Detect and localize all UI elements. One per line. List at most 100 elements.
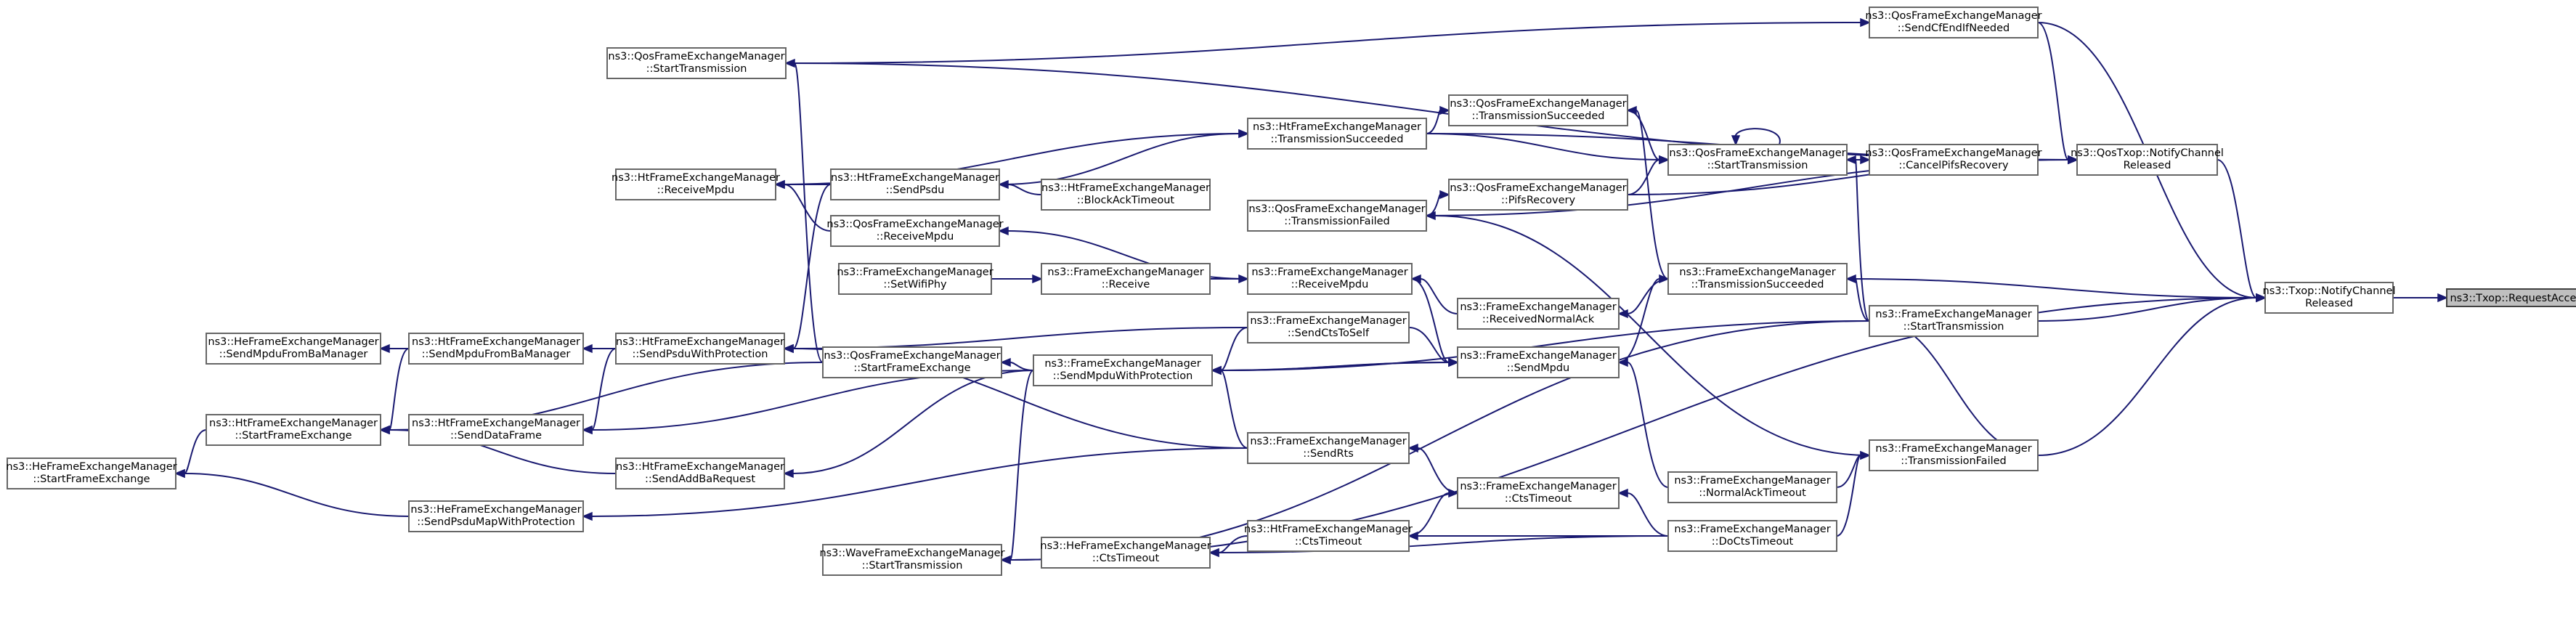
node-feDoCtsTimeout[interactable]: ns3::FrameExchangeManager::DoCtsTimeout	[1667, 520, 1837, 552]
node-label-line: ns3::QosFrameExchangeManager	[1450, 182, 1626, 194]
node-qosPifs[interactable]: ns3::QosFrameExchangeManager::PifsRecove…	[1448, 179, 1628, 211]
node-label-line: ::SendAddBaRequest	[645, 473, 755, 485]
node-htSendAddBa[interactable]: ns3::HtFrameExchangeManager::SendAddBaRe…	[615, 458, 785, 489]
node-qosStartTx[interactable]: ns3::QosFrameExchangeManager::StartTrans…	[606, 47, 787, 79]
node-feTxFailed[interactable]: ns3::FrameExchangeManager::TransmissionF…	[1869, 439, 2039, 471]
node-heSendMpduFromBa[interactable]: ns3::HeFrameExchangeManager::SendMpduFro…	[206, 333, 381, 365]
node-label-line: ns3::FrameExchangeManager	[1875, 309, 2031, 320]
node-htSendPsdu[interactable]: ns3::HtFrameExchangeManager::SendPsdu	[830, 168, 1000, 200]
node-label-line: ns3::HeFrameExchangeManager	[1040, 540, 1211, 552]
node-heCtsTimeout[interactable]: ns3::HeFrameExchangeManager::CtsTimeout	[1040, 537, 1211, 569]
node-htSendMpduFromBa[interactable]: ns3::HtFrameExchangeManager::SendMpduFro…	[408, 333, 584, 365]
edge-qosTxopNotify-to-txopNotify	[2217, 159, 2267, 303]
node-label-line: ::SendPsdu	[886, 184, 945, 196]
node-waveStartTx[interactable]: ns3::WaveFrameExchangeManager::StartTran…	[819, 544, 1005, 576]
node-feSendCtsToSelf[interactable]: ns3::FrameExchangeManager::SendCtsToSelf	[1247, 312, 1410, 343]
edge-htSendPsdu-to-htSendPsduWithProt	[783, 184, 832, 354]
edge-feTxFailed-to-qosTxFailed	[1425, 211, 1870, 456]
node-box	[1448, 94, 1628, 126]
node-label-line: ::CtsTimeout	[1092, 553, 1160, 564]
node-qosStartFe[interactable]: ns3::QosFrameExchangeManager::StartFrame…	[822, 346, 1002, 378]
node-box	[2076, 144, 2218, 176]
node-box	[408, 414, 584, 446]
node-feStartTx[interactable]: ns3::FrameExchangeManager::StartTransmis…	[1869, 305, 2039, 337]
node-qosStartTx2[interactable]: ns3::QosFrameExchangeManager::StartTrans…	[1667, 144, 1848, 176]
node-label-line: ns3::HtFrameExchangeManager	[616, 336, 784, 348]
node-htTxSucceeded[interactable]: ns3::HtFrameExchangeManager::Transmissio…	[1247, 118, 1427, 150]
node-label-line: ns3::FrameExchangeManager	[1460, 350, 1616, 362]
node-box	[1667, 520, 1837, 552]
node-htCtsTimeout[interactable]: ns3::HtFrameExchangeManager::CtsTimeout	[1244, 520, 1413, 552]
node-label-line: ::SendCfEndIfNeeded	[1898, 23, 2010, 34]
node-label-line: ns3::HtFrameExchangeManager	[1041, 182, 1210, 194]
node-qosTxSucceeded[interactable]: ns3::QosFrameExchangeManager::Transmissi…	[1448, 94, 1628, 126]
edge-feSetWifiPhy-to-feReceive	[991, 274, 1043, 284]
node-htSendPsduWithProt[interactable]: ns3::HtFrameExchangeManager::SendPsduWit…	[615, 333, 785, 365]
node-label-line: ::TransmissionFailed	[1901, 455, 2007, 467]
node-feReceivedNormalAck[interactable]: ns3::FrameExchangeManager::ReceivedNorma…	[1457, 298, 1620, 330]
edge-htCtsTimeout-to-feCtsTimeout	[1408, 488, 1459, 537]
node-box	[7, 458, 176, 489]
node-feCtsTimeout[interactable]: ns3::FrameExchangeManager::CtsTimeout	[1457, 477, 1620, 509]
edge-qosTxFailed-to-qosPifs	[1426, 190, 1450, 216]
node-label-line: ::SendMpduWithProtection	[1053, 370, 1193, 382]
node-label-line: ::SendDataFrame	[450, 430, 542, 442]
node-qosReceiveMpdu[interactable]: ns3::QosFrameExchangeManager::ReceiveMpd…	[826, 215, 1004, 247]
node-feSendRts[interactable]: ns3::FrameExchangeManager::SendRts	[1247, 432, 1410, 464]
edge-htSendPsduWithProt-to-htSendDataFrame	[582, 348, 617, 435]
node-label-line: ns3::FrameExchangeManager	[1460, 481, 1616, 492]
node-label-line: ::SetWifiPhy	[883, 279, 947, 290]
node-label-line: ::BlockAckTimeout	[1077, 195, 1175, 206]
node-label-line: ns3::FrameExchangeManager	[1674, 524, 1830, 535]
node-htReceiveMpdu[interactable]: ns3::HtFrameExchangeManager::ReceiveMpdu	[612, 168, 780, 200]
node-box	[1457, 298, 1620, 330]
node-box	[408, 333, 584, 365]
node-box	[1667, 471, 1837, 503]
node-feSendMpduWithProt[interactable]: ns3::FrameExchangeManager::SendMpduWithP…	[1033, 354, 1213, 386]
node-feReceiveMpdu[interactable]: ns3::FrameExchangeManager::ReceiveMpdu	[1247, 263, 1413, 295]
node-label-line: ns3::Txop::NotifyChannel	[2263, 285, 2396, 297]
edge-feSendCtsToSelf-to-feSendMpdu	[1408, 327, 1459, 367]
node-qosCancelPifs[interactable]: ns3::QosFrameExchangeManager::CancelPifs…	[1865, 144, 2042, 176]
node-label-line: ns3::HeFrameExchangeManager	[6, 461, 176, 473]
edge-feDoCtsTimeout-to-feTxFailed	[1836, 450, 1871, 537]
node-label-line: ns3::QosFrameExchangeManager	[1669, 147, 1845, 159]
node-htBlockAck[interactable]: ns3::HtFrameExchangeManager::BlockAckTim…	[1041, 179, 1211, 211]
node-label-line: ::CancelPifsRecovery	[1898, 160, 2009, 171]
node-heSendPsduMap[interactable]: ns3::HeFrameExchangeManager::SendPsduMap…	[408, 500, 584, 532]
edge-feDoCtsTimeout-to-feCtsTimeout	[1617, 488, 1669, 537]
edge-feSendMpdu-to-feSendMpduWithProt	[1211, 362, 1458, 375]
node-qosSendCfEnd[interactable]: ns3::QosFrameExchangeManager::SendCfEndI…	[1865, 7, 2042, 38]
node-label-line: ns3::Txop::RequestAccess	[2450, 293, 2576, 304]
node-box	[1869, 439, 2039, 471]
edge-feReceive-to-feReceiveMpdu	[1209, 274, 1249, 284]
edge-qosStartTx2-to-qosStartTx2	[1731, 128, 1781, 146]
node-box	[1869, 144, 2039, 176]
node-feNormalAckTimeout[interactable]: ns3::FrameExchangeManager::NormalAckTime…	[1667, 471, 1837, 503]
edge-feTxSucceeded-to-feReceivedNormalAck	[1617, 278, 1669, 319]
node-box	[1247, 118, 1427, 150]
node-requestAccess[interactable]: ns3::Txop::RequestAccess	[2446, 288, 2576, 307]
node-feTxSucceeded[interactable]: ns3::FrameExchangeManager::TransmissionS…	[1667, 263, 1848, 295]
node-htSendDataFrame[interactable]: ns3::HtFrameExchangeManager::SendDataFra…	[408, 414, 584, 446]
node-box	[1247, 520, 1410, 552]
node-label-line: ns3::QosFrameExchangeManager	[1248, 203, 1425, 215]
node-label-line: ns3::QosFrameExchangeManager	[824, 350, 1000, 362]
node-box	[1041, 263, 1211, 295]
node-label-line: ::ReceiveMpdu	[877, 231, 954, 243]
node-label-line: ::StartFrameExchange	[235, 430, 352, 442]
node-qosTxFailed[interactable]: ns3::QosFrameExchangeManager::Transmissi…	[1247, 200, 1427, 232]
node-htStartFe[interactable]: ns3::HtFrameExchangeManager::StartFrameE…	[206, 414, 381, 446]
node-label-line: ns3::FrameExchangeManager	[1875, 443, 2031, 455]
node-box	[2264, 282, 2394, 314]
node-box	[1033, 354, 1213, 386]
node-feSetWifiPhy[interactable]: ns3::FrameExchangeManager::SetWifiPhy	[837, 263, 994, 295]
node-heStartFe[interactable]: ns3::HeFrameExchangeManager::StartFrameE…	[6, 458, 177, 489]
node-label-line: ::TransmissionSucceeded	[1472, 110, 1605, 122]
node-feSendMpdu[interactable]: ns3::FrameExchangeManager::SendMpdu	[1457, 346, 1620, 378]
node-box	[1247, 200, 1427, 232]
node-feReceive[interactable]: ns3::FrameExchangeManager::Receive	[1041, 263, 1211, 295]
edge-qosSendCfEnd-to-qosTxopNotify	[2037, 22, 2079, 165]
